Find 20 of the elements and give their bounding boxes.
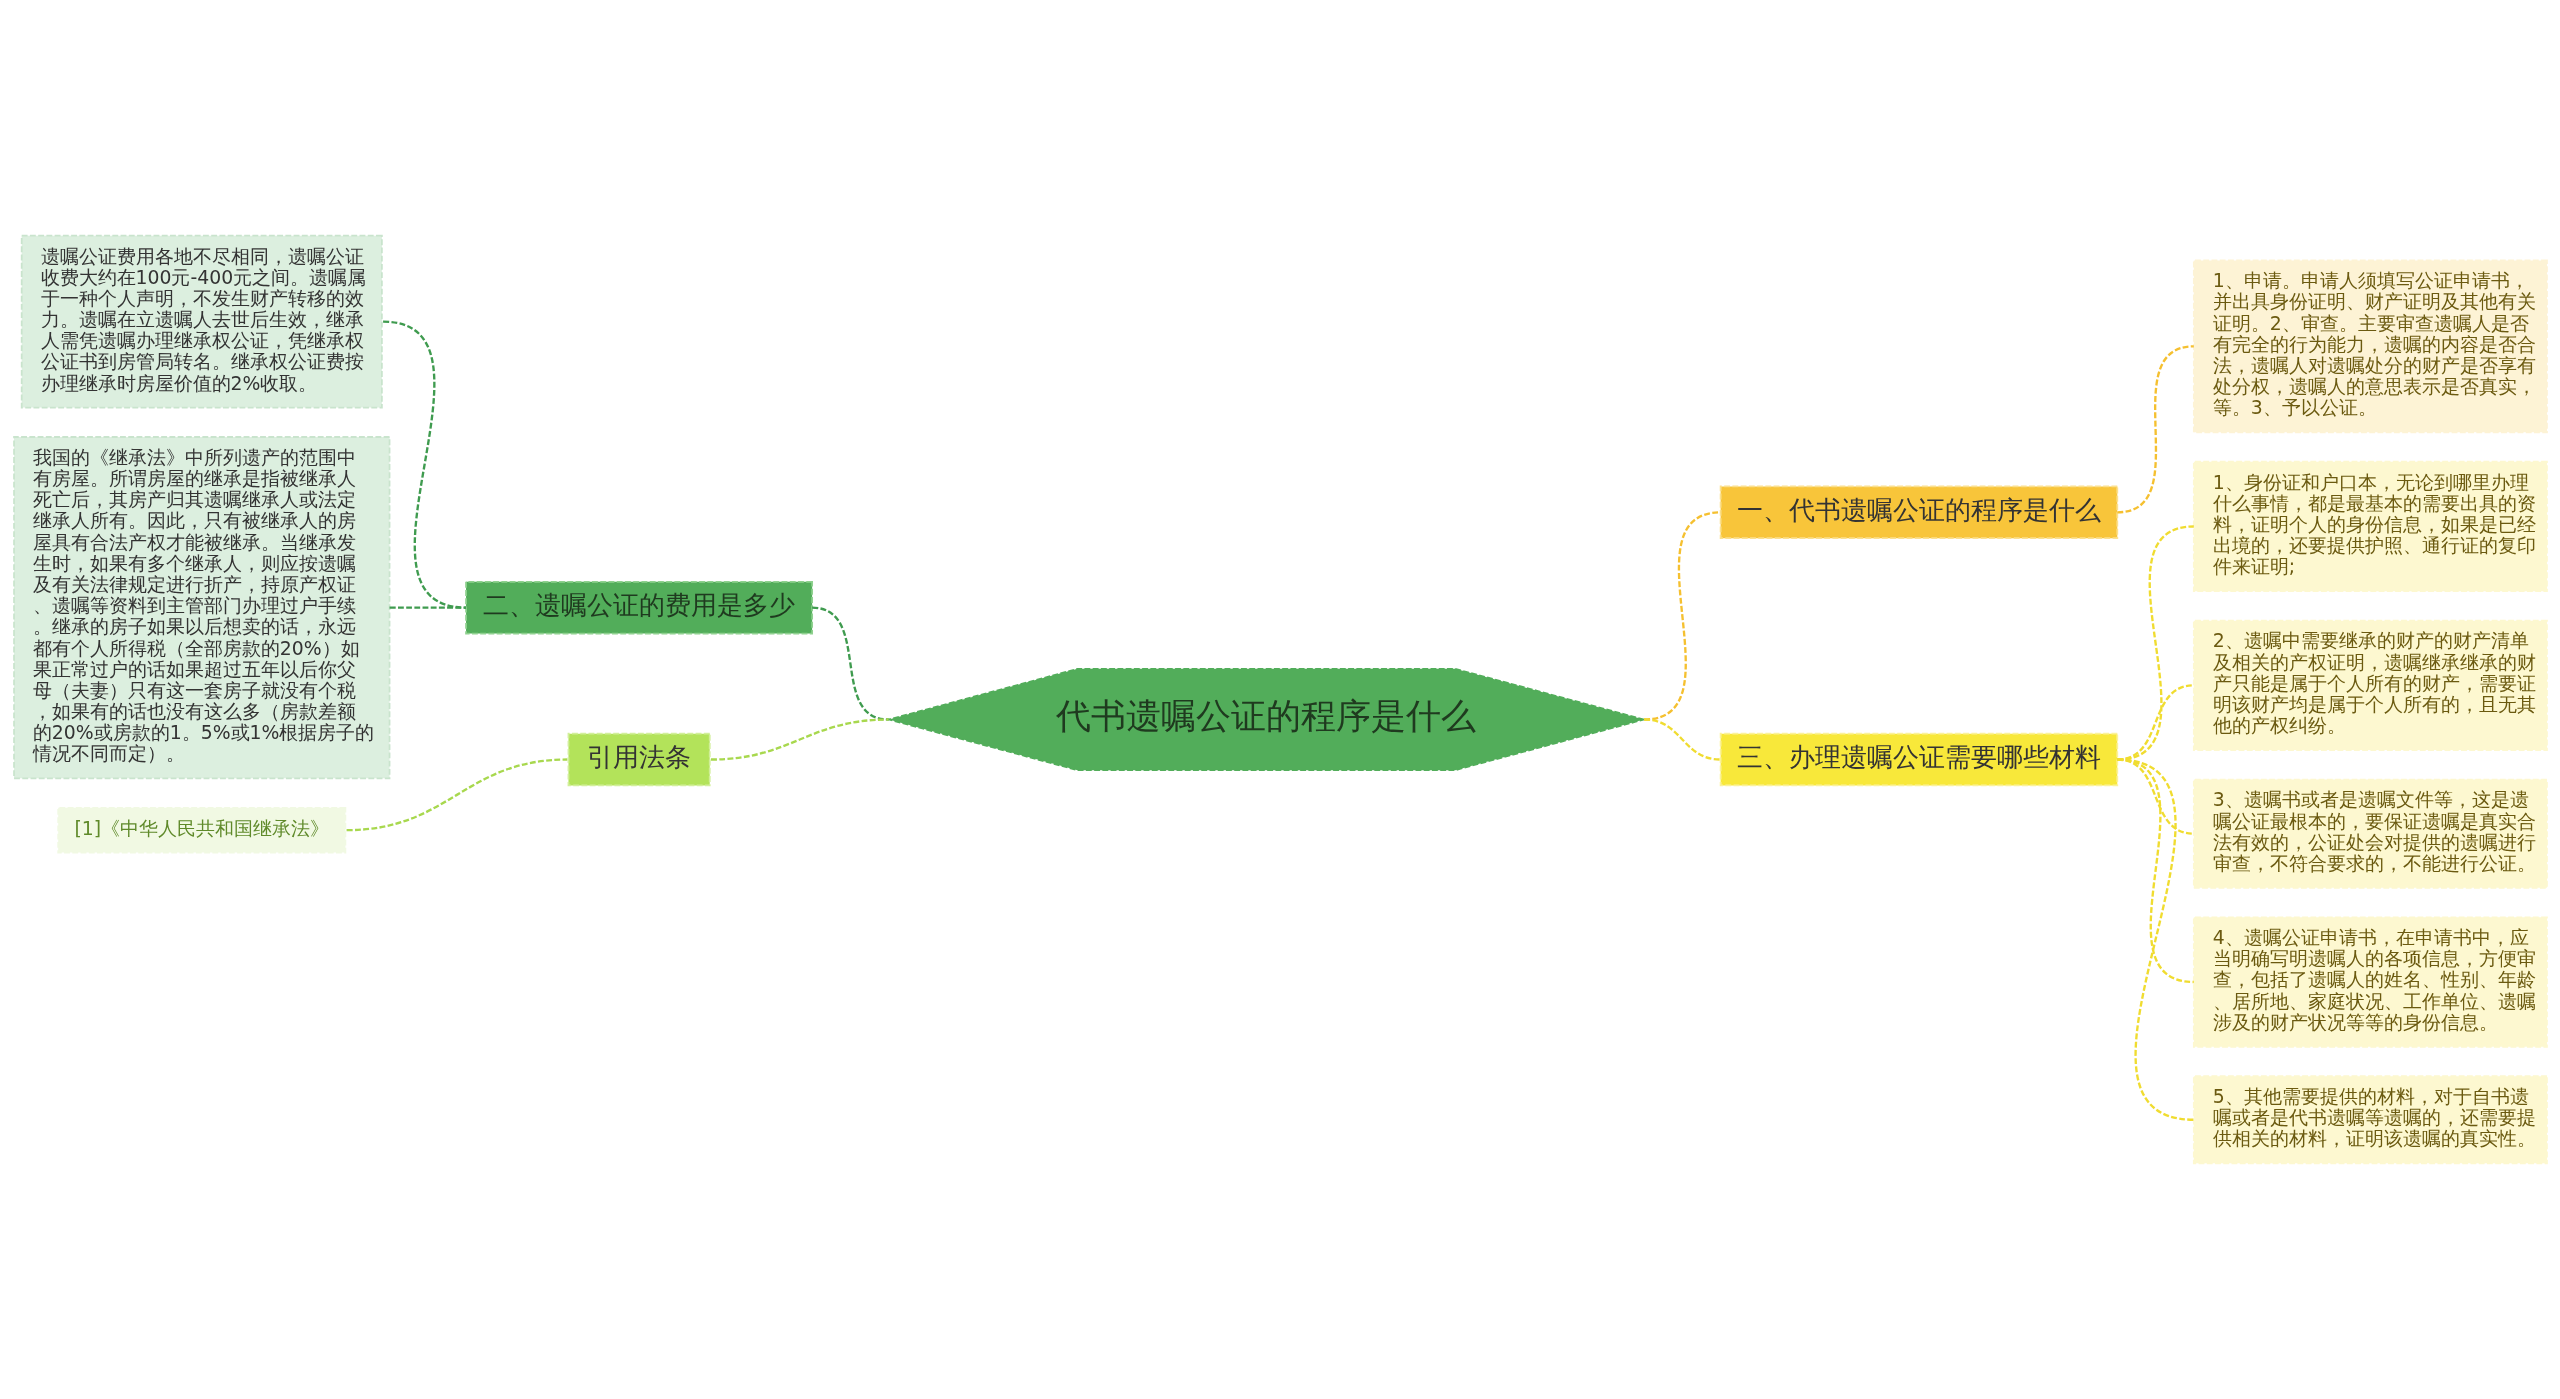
connector: [389, 606, 466, 609]
node-box: 5、其他需要提供的材料，对于自书遗嘱或者是代书遗嘱等遗嘱的，还需要提供相关的材料，证明该遗嘱的真实性。: [2192, 1075, 2548, 1165]
node-box: 3、遗嘱书或者是遗嘱文件等，这是遗嘱公证最根本的，要保证遗嘱是真实合法有效的，公证处会对提供的遗嘱进行审查，不符合要求的，不能进行公证。: [2192, 778, 2548, 889]
connector: [382, 320, 466, 609]
node-box: 三、办理遗嘱公证需要哪些材料: [1719, 732, 2118, 787]
node-box: 引用法条: [567, 732, 711, 787]
node-box: 二、遗嘱公证的费用是多少: [464, 580, 813, 635]
connector: [710, 718, 889, 761]
connector: [346, 758, 567, 832]
node-box: 我国的《继承法》中所列遗产的范围中有房屋。所谓房屋的继承是指被继承人死亡后，其房产归其遗嘱继承人或法定继承人所有。因此，只有被继承人的房屋具有合法产权才能被继承。当继承发生时，如果有多个继承人，则应按遗嘱及有关法律规定进行折产，持原产权证、遗嘱等资料到主管部门办理过户手续。继承的房子如果以后想卖的话，永远都有个人所得税（全部房款的20%）如果正常过户的话如果超过五年以后你父母（夫妻）只有这一套房子就没有个税，如果有的话也没有这么多（房款差额的20%或房款的1。5%或1%根据房子的情况不同而定）。: [12, 436, 390, 780]
connector: [1643, 718, 1721, 761]
connector: [2116, 345, 2194, 514]
node-box: 遗嘱公证费用各地不尽相同，遗嘱公证收费大约在100元-400元之间。遗嘱属于一种个人声明，不发生财产转移的效力。遗嘱在立遗嘱人去世后生效，继承人需凭遗嘱办理继承权公证，凭继承权公证书到房管局转名。继承权公证费按办理继承时房屋价值的2%收取。: [20, 234, 383, 409]
node-box: 一、代书遗嘱公证的程序是什么: [1719, 485, 2118, 540]
node-box: 4、遗嘱公证申请书，在申请书中，应当明确写明遗嘱人的各项信息，方便审查，包括了遗嘱人的姓名、性别、年龄、居所地、家庭状况、工作单位、遗嘱涉及的财产状况等等的身份信息。: [2192, 916, 2548, 1048]
node-box: 1、申请。申请人须填写公证申请书，并出具身份证明、财产证明及其他有关证明。2、审查。主要审查遗嘱人是否有完全的行为能力，遗嘱的内容是否合法，遗嘱人对遗嘱处分的财产是否享有处分权，遗嘱人的意思表示是否真实，等。3、予以公证。: [2192, 259, 2548, 434]
connector: [2116, 758, 2194, 1121]
node-box: 2、遗嘱中需要继承的财产的财产清单及相关的产权证明，遗嘱继承继承的财产只能是属于个人所有的财产，需要证明该财产均是属于个人所有的，且无其他的产权纠纷。: [2192, 619, 2548, 751]
node-box: 1、身份证和户口本，无论到哪里办理什么事情，都是最基本的需要出具的资料，证明个人的身份信息，如果是已经出境的，还要提供护照、通行证的复印件来证明;: [2192, 460, 2548, 593]
node-box: [1]《中华人民共和国继承法》: [56, 806, 346, 854]
